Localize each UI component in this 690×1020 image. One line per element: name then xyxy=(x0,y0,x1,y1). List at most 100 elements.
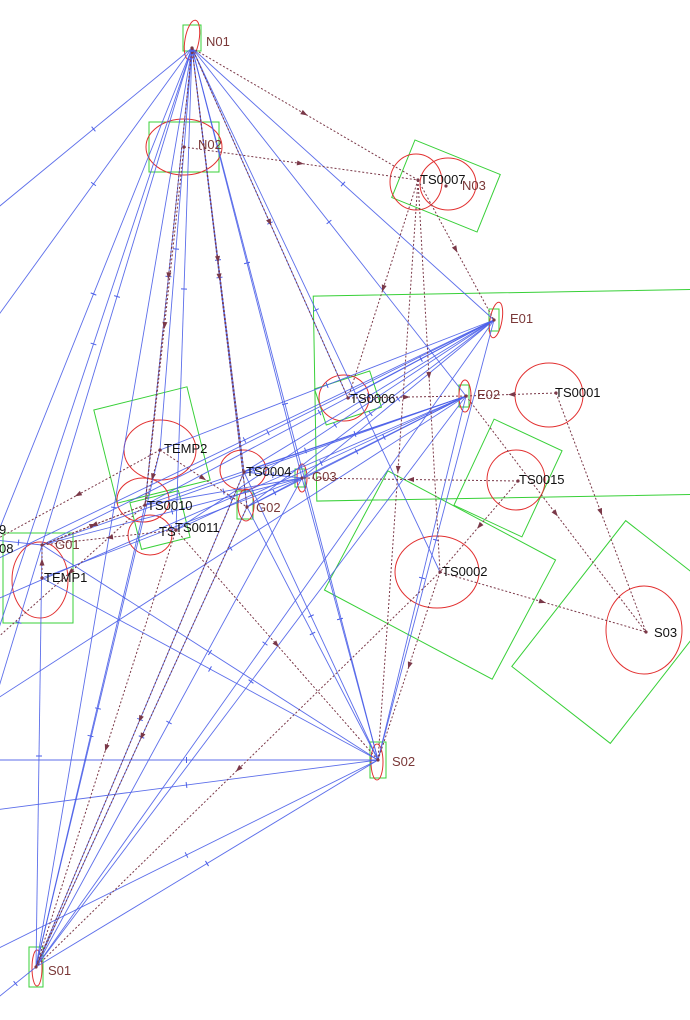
error-box-e01 xyxy=(312,288,690,502)
partial-label-2: 08 xyxy=(0,541,13,556)
station-label-ts0015: TS0015 xyxy=(519,472,565,487)
observation-line-layer xyxy=(0,47,495,997)
traverse-line-layer xyxy=(0,47,647,968)
station-marker-s02 xyxy=(376,758,380,762)
station-label-s01: S01 xyxy=(48,963,71,978)
observation-line-e02-s01-tick xyxy=(248,679,254,684)
partial-label-1: 9 xyxy=(0,522,6,537)
observation-line-g03-s02-tick xyxy=(336,617,344,621)
error-ellipse-s01 xyxy=(31,949,43,987)
observation-line-n01-w3-tick xyxy=(90,292,97,296)
observation-line-e02-s02-tick xyxy=(418,576,426,580)
traverse-line-ts0010-w5-arrow xyxy=(67,567,75,575)
station-marker-temp2 xyxy=(158,448,162,452)
traverse-line-ts0004-s01-arrow xyxy=(138,714,144,723)
station-label-g01: G01 xyxy=(55,537,80,552)
station-marker-ts0010 xyxy=(143,503,147,507)
traverse-line-ts0011-g01 xyxy=(41,529,177,546)
traverse-line-ts0010-g01 xyxy=(41,504,146,546)
observation-line-e01-g02-tick xyxy=(368,410,373,417)
observation-line-n01-w5-tick xyxy=(90,342,97,346)
observation-line-e01-ts0004-tick xyxy=(367,393,371,399)
observation-line-n01-g01-tick xyxy=(113,295,121,298)
observation-line-s02-g02-tick xyxy=(309,631,316,636)
traverse-line-e02-s03-arrow xyxy=(551,509,558,517)
observation-line-e02-w10-tick xyxy=(228,495,233,501)
observation-line-s02-g01-tick xyxy=(207,649,213,656)
observation-line-s01-ts0010-tick xyxy=(87,734,94,738)
traverse-line-g02-s01-arrow xyxy=(140,732,146,740)
error-ellipse-ts0015 xyxy=(486,449,546,511)
observation-line-s02-s01-tick xyxy=(205,860,209,867)
observation-line-n01-w1-tick xyxy=(91,126,96,132)
station-marker-s01 xyxy=(34,965,38,969)
observation-line-e02-g03-tick xyxy=(382,434,386,440)
observation-line-e01-s01-tick xyxy=(262,641,268,646)
error-box-g01 xyxy=(2,532,74,624)
observation-line-n01-w2 xyxy=(0,47,193,314)
traverse-line-n01-g02 xyxy=(191,47,248,508)
traverse-line-n01-g02-arrow xyxy=(216,273,222,281)
traverse-line-temp2-g02-arrow xyxy=(198,474,207,481)
station-label-e01: E01 xyxy=(510,311,533,326)
station-marker-ts0002 xyxy=(438,570,442,574)
observation-line-n01-w1 xyxy=(0,47,193,207)
observation-line-g03-ts0004-tick xyxy=(272,471,274,479)
traverse-line-ts0002-s02-arrow xyxy=(407,661,413,669)
station-label-e02: E02 xyxy=(477,387,500,402)
station-label-ts0010: TS0010 xyxy=(147,498,193,513)
station-label-n01: N01 xyxy=(206,34,230,49)
observation-line-g03-g02-tick xyxy=(272,489,277,496)
station-marker-g01 xyxy=(40,543,44,547)
traverse-line-ts0015-g03-arrow xyxy=(407,477,415,483)
station-marker-n03 xyxy=(444,184,448,188)
station-label-n02: N02 xyxy=(198,137,222,152)
station-marker-ts0006 xyxy=(346,396,350,400)
error-box-s03 xyxy=(511,519,690,745)
observation-line-g03-s01-tick xyxy=(166,720,172,725)
station-label-ts0004: TS0004 xyxy=(246,464,292,479)
station-label-ts0001: TS0001 xyxy=(555,385,601,400)
error-ellipse-e01 xyxy=(488,301,504,339)
traverse-line-ts0001-e02-arrow xyxy=(508,391,516,397)
traverse-line-ts0006-e02-arrow xyxy=(402,394,410,400)
traverse-line-n02-ts0007 xyxy=(183,146,419,181)
traverse-line-ts0011-s02-arrow xyxy=(272,640,279,648)
traverse-line-n01-ts0007-arrow xyxy=(300,109,308,116)
traverse-line-ts0007-s02-arrow xyxy=(395,465,401,473)
traverse-line-ts0001-s03 xyxy=(555,392,647,633)
error-ellipse-g01 xyxy=(11,541,69,619)
station-marker-n01 xyxy=(190,46,194,50)
observation-line-n01-s02-tick xyxy=(281,402,289,406)
station-label-layer: N01N02N03E01E02G01G02G03S01S02S03TS0007T… xyxy=(0,34,677,978)
observation-line-s02-temp1-tick xyxy=(208,666,212,672)
error-box-ts0011 xyxy=(129,490,191,550)
traverse-line-temp2-w3-arrow xyxy=(74,490,83,497)
observation-line-s01-w9-tick xyxy=(13,980,18,987)
station-label-g02: G02 xyxy=(256,500,281,515)
observation-line-n01-w2-tick xyxy=(90,181,97,187)
station-marker-ts0007 xyxy=(416,178,420,182)
traverse-line-ts0001-s03-arrow xyxy=(597,507,603,516)
observation-line-n01-e01-tick xyxy=(340,181,346,187)
traverse-line-ts0002-s03-arrow xyxy=(538,598,546,604)
observation-line-e01-w4-tick xyxy=(242,437,247,443)
error-box-temp2 xyxy=(93,386,211,504)
observation-line-g03-temp1-tick xyxy=(170,525,174,531)
station-marker-s03 xyxy=(644,630,648,634)
error-ellipse-g03 xyxy=(296,463,308,493)
station-marker-e01 xyxy=(492,318,496,322)
station-marker-ts0011 xyxy=(174,528,178,532)
station-label-s02: S02 xyxy=(392,754,415,769)
traverse-line-g01-ts0010-arrow xyxy=(88,523,97,529)
traverse-line-temp1-g01-arrow xyxy=(39,558,45,566)
traverse-line-ts0007-e01 xyxy=(417,179,495,321)
observation-line-g01-w11-tick xyxy=(15,621,22,624)
observation-line-e01-temp2-tick xyxy=(325,382,329,388)
traverse-line-ts0007-s02 xyxy=(377,179,419,761)
station-label-ts0006: TS0006 xyxy=(350,391,396,406)
error-ellipse-layer xyxy=(11,19,683,987)
station-marker-n02 xyxy=(182,145,186,149)
observation-line-s02-w7 xyxy=(0,759,379,810)
observation-line-e01-ts0011-tick xyxy=(332,422,338,428)
